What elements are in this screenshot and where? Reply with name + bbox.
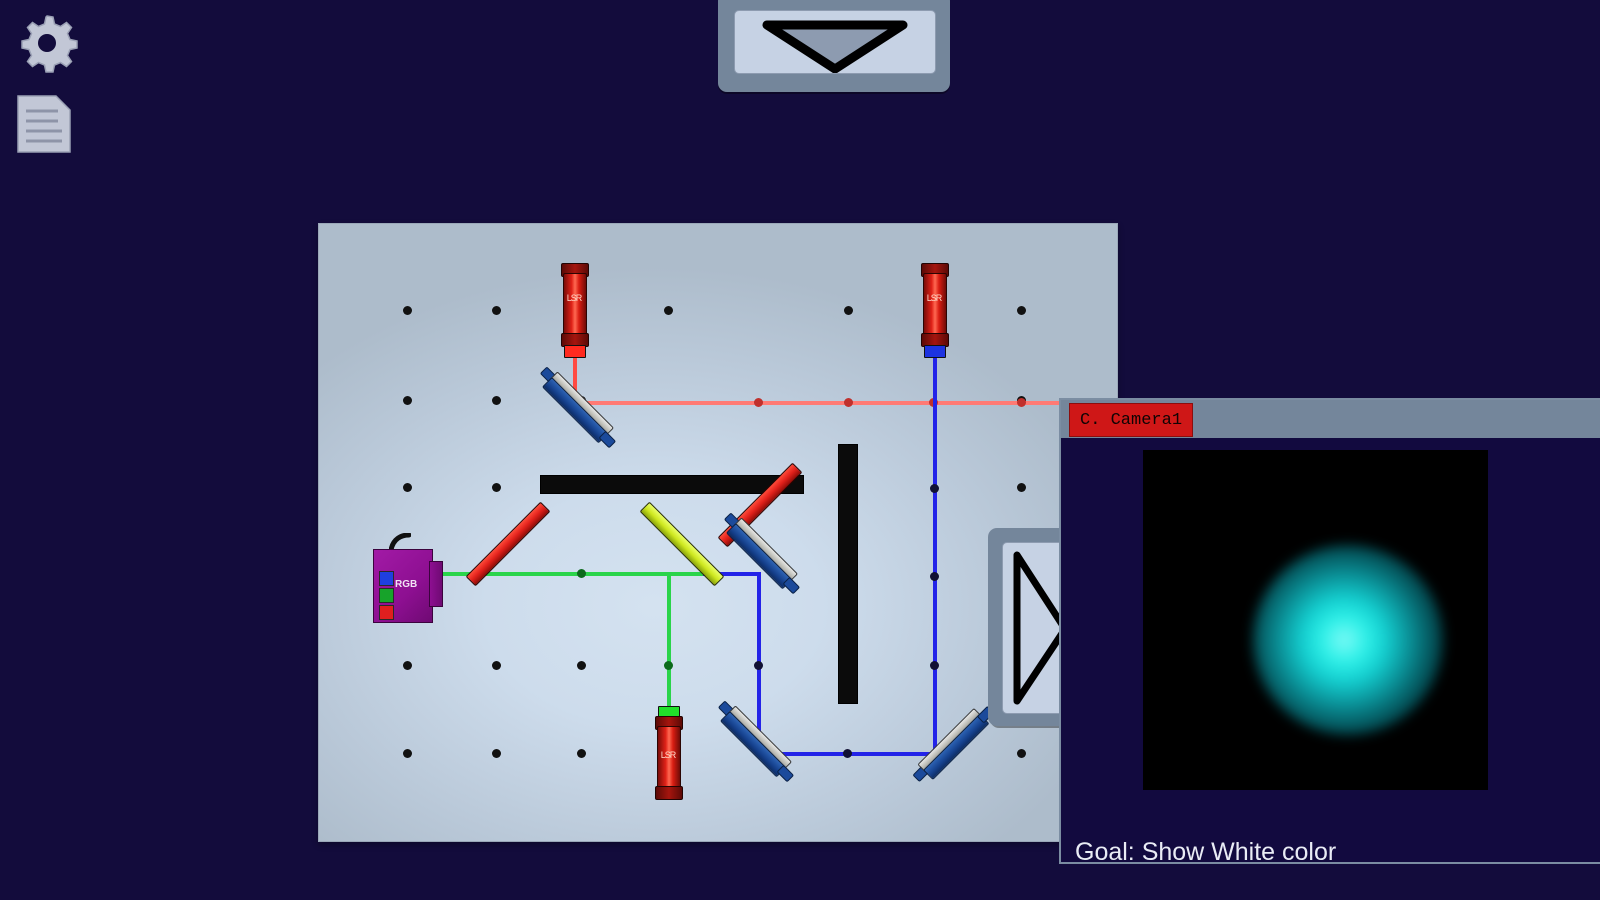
grid-dot — [403, 483, 412, 492]
antenna-icon — [389, 533, 411, 551]
laser-red-top-left[interactable]: LSR — [560, 263, 589, 358]
camera-view[interactable] — [1143, 450, 1488, 790]
laser-barrel — [563, 273, 587, 337]
laser-cap — [655, 786, 683, 800]
cyan-light-spot — [1253, 545, 1443, 735]
mirror-lower-right[interactable] — [912, 705, 995, 783]
beam-node — [754, 661, 763, 670]
mirror-lower-left[interactable] — [717, 700, 795, 783]
source-aperture — [429, 561, 443, 607]
chevron-down-icon — [762, 20, 908, 74]
mirror-knob[interactable] — [782, 576, 801, 595]
source-label: RGB — [395, 579, 418, 590]
grid-dot — [844, 306, 853, 315]
beam-node — [577, 569, 586, 578]
beam-node — [930, 484, 939, 493]
grid-dot — [577, 661, 586, 670]
mirror-knob[interactable] — [598, 430, 617, 449]
triangle-right-icon — [1013, 551, 1069, 705]
camera-tab-label: C. Camera1 — [1080, 410, 1183, 430]
camera-window[interactable]: C. Camera1 Goal: Show White color — [1059, 398, 1600, 866]
goal-text: Goal: Show White color — [1075, 838, 1337, 866]
grid-dot — [577, 749, 586, 758]
laser-output-tip — [924, 345, 946, 358]
laser-output-tip — [564, 345, 586, 358]
beam-green-vertical — [667, 572, 671, 722]
led-green — [379, 588, 394, 603]
beam-blue-upper-link — [701, 572, 759, 576]
top-panel-toggle-face — [734, 10, 936, 74]
mirror-knob[interactable] — [776, 764, 795, 783]
right-panel-toggle-face — [1002, 542, 1070, 714]
beam-node — [664, 661, 673, 670]
camera-tab[interactable]: C. Camera1 — [1069, 403, 1194, 437]
optical-table[interactable]: LSR LSR LSR — [318, 223, 1118, 842]
grid-dot — [664, 306, 673, 315]
laser-barrel — [657, 726, 681, 790]
bench-content: LSR LSR LSR — [319, 224, 1117, 841]
grid-dot — [403, 749, 412, 758]
grid-dot — [403, 396, 412, 405]
beam-blue-vertical — [933, 344, 937, 754]
beam-blocker-vertical[interactable] — [838, 444, 858, 704]
beam-node — [1017, 398, 1026, 407]
led-red — [379, 605, 394, 620]
camera-titlebar[interactable]: C. Camera1 — [1061, 400, 1600, 438]
grid-dot — [492, 749, 501, 758]
mirror-upper-left[interactable] — [539, 366, 617, 449]
grid-dot — [492, 483, 501, 492]
grid-dot — [1017, 306, 1026, 315]
beam-blocker-horizontal[interactable] — [540, 475, 804, 494]
grid-dot — [492, 306, 501, 315]
laser-blue-top-right[interactable]: LSR — [920, 263, 949, 358]
beam-node — [754, 398, 763, 407]
grid-dot — [1017, 749, 1026, 758]
laser-barrel — [923, 273, 947, 337]
grid-dot — [1017, 483, 1026, 492]
mirror-body — [719, 711, 787, 778]
grid-dot — [403, 306, 412, 315]
beam-node — [930, 572, 939, 581]
tool-icon-bar — [14, 10, 94, 172]
document-icon[interactable] — [14, 93, 94, 160]
top-panel-toggle-button[interactable] — [718, 0, 950, 92]
beam-red-vertical — [573, 334, 577, 404]
grid-dot — [403, 661, 412, 670]
laser-green-bottom[interactable]: LSR — [654, 706, 683, 800]
beam-green-horizontal — [389, 572, 703, 576]
beam-node — [844, 398, 853, 407]
grid-dot — [492, 396, 501, 405]
gear-icon[interactable] — [14, 10, 94, 81]
laser-label: LSR — [566, 293, 583, 303]
beam-node — [930, 661, 939, 670]
mirror-mid-right[interactable] — [723, 512, 801, 595]
camera-body: Goal: Show White color — [1061, 438, 1600, 866]
grid-dot — [492, 661, 501, 670]
laser-label: LSR — [926, 293, 943, 303]
led-blue — [379, 571, 394, 586]
beam-node — [843, 749, 852, 758]
laser-label: LSR — [660, 750, 677, 760]
